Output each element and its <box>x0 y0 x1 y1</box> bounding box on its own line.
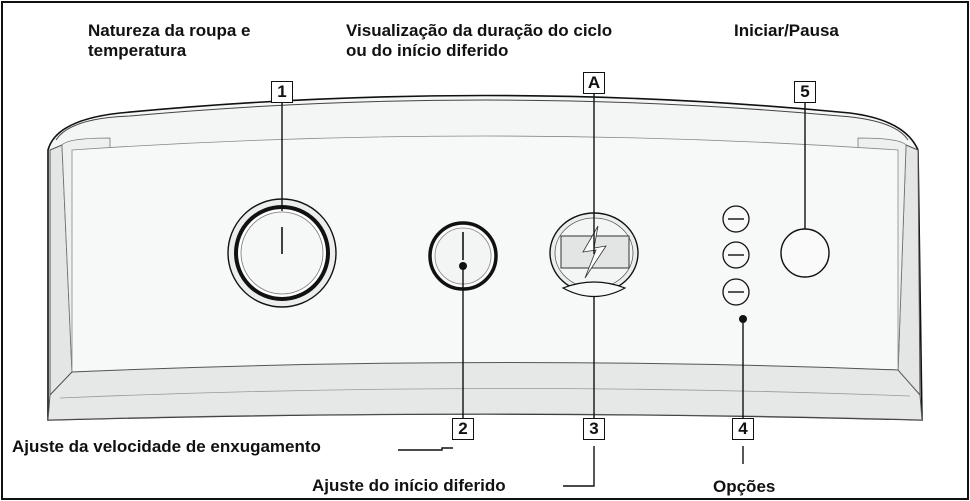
start-pause-button <box>780 228 830 278</box>
badge-2: 2 <box>452 418 474 440</box>
panel-bottom-lip <box>47 361 923 421</box>
label-visualizacao-line2: ou do início diferido <box>346 41 509 60</box>
label-ajuste-velocidade-text: Ajuste da velocidade de enxugamento <box>12 437 321 456</box>
label-ajuste-inicio: Ajuste do início diferido <box>312 476 506 496</box>
label-ajuste-velocidade: Ajuste da velocidade de enxugamento <box>12 437 321 457</box>
label-natureza-line1: Natureza da roupa e <box>88 21 251 40</box>
badge-5: 5 <box>794 81 816 103</box>
label-visualizacao-line1: Visualização da duração do ciclo <box>346 21 613 40</box>
badge-1: 1 <box>271 81 293 103</box>
label-opcoes: Opções <box>713 477 775 497</box>
option-buttons <box>722 205 750 323</box>
label-natureza-line2: temperatura <box>88 41 187 60</box>
panel-top-rim <box>55 99 909 141</box>
options-indicator-dot <box>739 315 747 323</box>
delay-start-button <box>561 281 627 297</box>
badge-3: 3 <box>583 418 605 440</box>
badge-a: A <box>583 72 605 94</box>
label-natureza: Natureza da roupa e temperatura <box>88 21 251 61</box>
program-dial-knob <box>227 198 337 308</box>
label-ajuste-inicio-text: Ajuste do início diferido <box>312 476 506 495</box>
label-visualizacao: Visualização da duração do ciclo ou do i… <box>346 21 612 61</box>
label-iniciar: Iniciar/Pausa <box>734 21 839 41</box>
badge-4: 4 <box>732 418 754 440</box>
leader-lines <box>281 94 806 487</box>
label-iniciar-text: Iniciar/Pausa <box>734 21 839 40</box>
label-opcoes-text: Opções <box>713 477 776 496</box>
